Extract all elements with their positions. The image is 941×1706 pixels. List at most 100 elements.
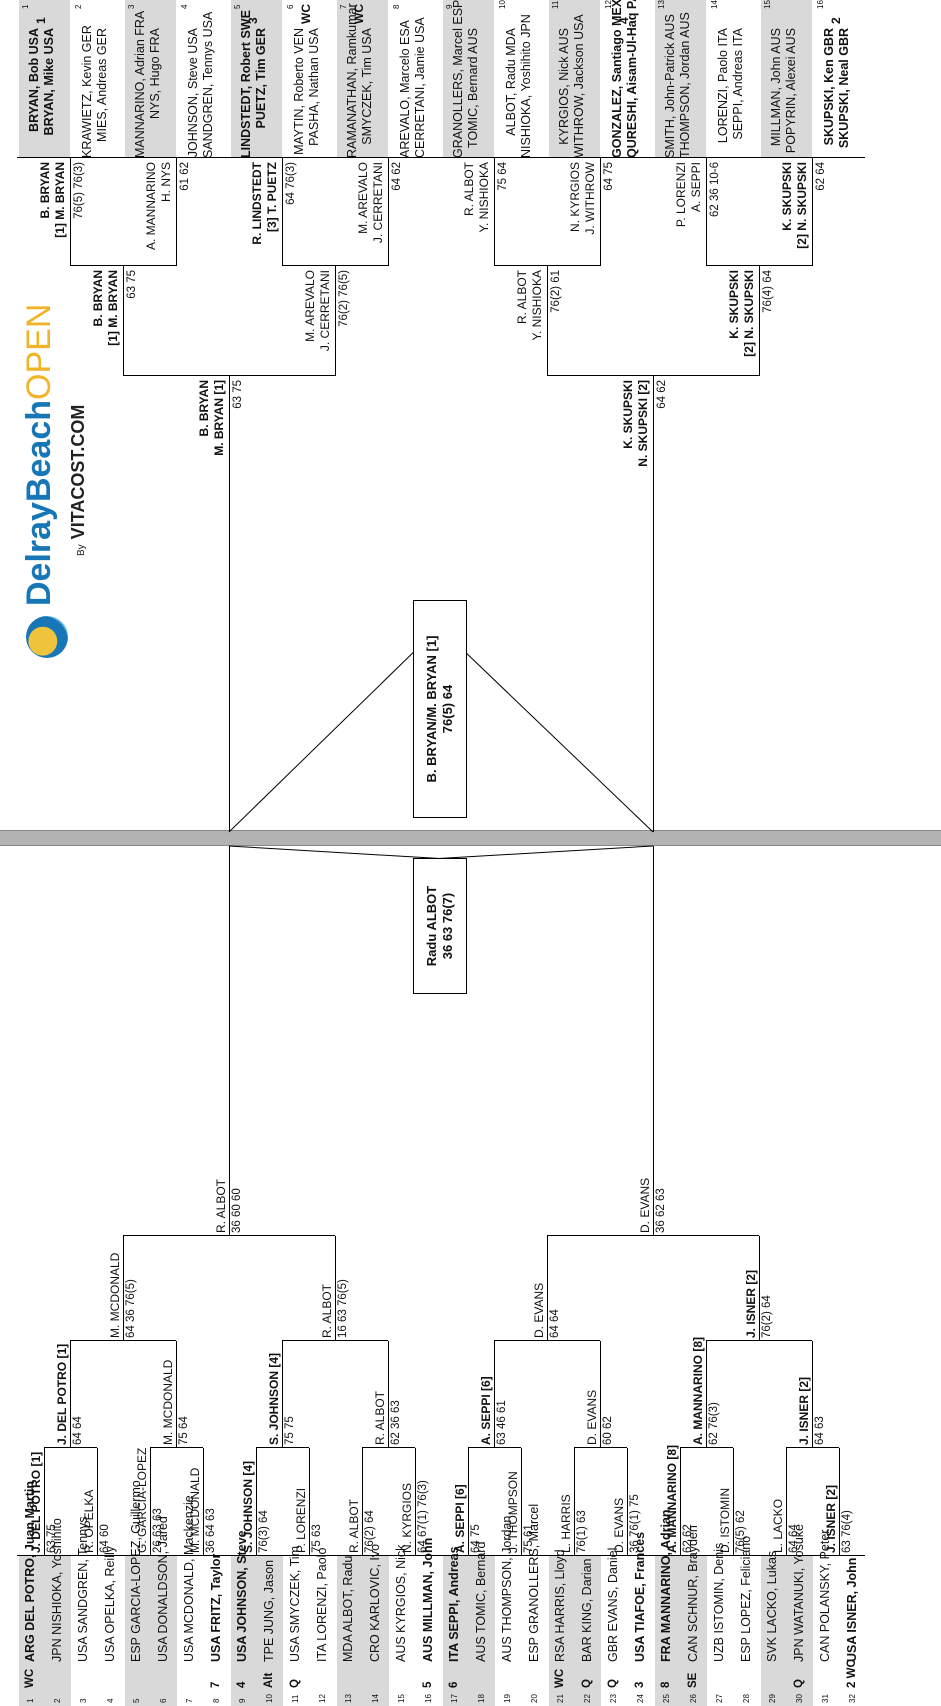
doubles-entry-b: NISHIOKA, Yoshihito JPN — [519, 14, 533, 158]
draw-line-number: 8 — [392, 4, 401, 9]
sf-score: 36 60 60 — [231, 1188, 243, 1233]
player-entry: RSA HARRIS, Lloyd — [553, 1549, 567, 1662]
doubles-entry-b: SANDGREN, Tennys USA — [201, 11, 215, 158]
r1-score: 76(5) 62 — [734, 1510, 747, 1553]
r1-score: 64 67(1) 76(3) — [416, 1480, 429, 1553]
center-divider — [0, 830, 941, 846]
doubles-sf-a: K. SKUPSKI — [621, 380, 635, 449]
doubles-entry-a: AREVALO, Marcelo ESA — [398, 19, 412, 158]
qf-name: D. EVANS — [532, 1282, 546, 1338]
r1-score: 64 60 — [98, 1524, 111, 1553]
player-entry: ITA LORENZI, Paolo — [314, 1547, 329, 1662]
r1-score: 76(2) 64 — [363, 1510, 376, 1553]
doubles-entry-a: BRYAN, Bob USA — [27, 28, 41, 132]
sf-name: R. ALBOT — [214, 1178, 228, 1233]
draw-line-number: 5 — [132, 1698, 141, 1703]
draw-line-number: 18 — [476, 1694, 486, 1703]
doubles-qf-a: R. ALBOT — [515, 270, 529, 325]
r1-name: J. THOMPSON — [505, 1471, 520, 1553]
draw-line-number: 14 — [710, 0, 719, 9]
doubles-r1-a: B. BRYAN — [38, 162, 52, 219]
player-entry: TPE JUNG, Jason — [261, 1559, 276, 1662]
logo-sponsor: By VITACOST.COM — [68, 404, 88, 556]
draw-line-number: 27 — [715, 1694, 724, 1703]
doubles-entry-a: RAMANATHAN, Ramkumar IND — [345, 0, 359, 158]
draw-line-number: 5 — [233, 4, 242, 9]
r2-score: 62 76(3) — [708, 1402, 720, 1445]
r1-score: 64 75 — [469, 1524, 482, 1553]
seed-tag: Q — [289, 1679, 301, 1688]
doubles-entry-b: CERRETANI, Jamie USA — [413, 17, 427, 158]
r1-score: 76(3) 64 — [257, 1510, 270, 1553]
singles-champion-box: Radu ALBOT 36 63 76(7) — [413, 858, 467, 994]
r1-score: 26 63 63 — [151, 1508, 164, 1553]
doubles-qf-b: Y. NISHIOKA — [530, 270, 544, 341]
doubles-r1-a: P. LORENZI — [674, 162, 688, 228]
player-entry: ITA SEPPI, Andreas — [447, 1546, 461, 1662]
doubles-sf-b: M. BRYAN [1] — [212, 380, 226, 456]
doubles-entry-a: MAYTIN, Roberto VEN — [292, 28, 306, 155]
player-entry: USA SMYCZEK, Tim — [288, 1546, 302, 1662]
sf-score: 36 62 63 — [655, 1188, 667, 1233]
bracket-line — [229, 376, 230, 832]
draw-line-number: 25 — [662, 1694, 671, 1703]
doubles-r1-a: N. KYRGIOS — [568, 162, 582, 233]
r1-name: A. MANNARINO [8] — [664, 1445, 679, 1553]
logo-wordmark: DelrayBeachOPEN — [20, 303, 58, 606]
r2-name: D. EVANS — [585, 1389, 599, 1445]
r1-name: J. DEL POTRO [1] — [28, 1451, 43, 1553]
doubles-entry-a: MANNARINO, Adrian FRA — [133, 10, 147, 158]
r1-score: 62 62 — [681, 1524, 694, 1553]
draw-line-number: 26 — [688, 1694, 698, 1703]
draw-line-number: 12 — [317, 1694, 327, 1703]
qf-score: 16 63 76(5) — [337, 1279, 349, 1338]
draw-line-number: 13 — [344, 1694, 353, 1703]
doubles-r1-a: K. SKUPSKI — [780, 162, 794, 231]
doubles-entry-b: SKUPSKI, Neal GBR — [837, 28, 851, 149]
bracket-line — [229, 846, 230, 1236]
r2-score: 75 64 — [178, 1416, 190, 1445]
doubles-r1-score: 64 76(3) — [285, 162, 297, 205]
seed-tag: WC — [352, 4, 366, 24]
r1-score: 75 63 — [310, 1524, 323, 1553]
seed-tag: Q — [580, 1679, 593, 1688]
doubles-r1-score: 62 36 10-6 — [709, 162, 721, 217]
draw-line-number: 15 — [397, 1694, 406, 1703]
draw-line-number: 30 — [794, 1694, 804, 1703]
draw-line-number: 7 — [185, 1698, 194, 1703]
doubles-r1-a: M. AREVALO — [356, 162, 370, 234]
doubles-sf-score: 64 62 — [656, 380, 668, 409]
singles-champion-name: Radu ALBOT — [424, 885, 439, 967]
seed-tag: 5 — [421, 1681, 434, 1688]
bracket-line — [547, 266, 548, 376]
doubles-qf-b: [2] N. SKUPSKI — [742, 270, 756, 357]
seed-tag: WC — [24, 1668, 36, 1688]
doubles-entry-a: GRANOLLERS, Marcel ESP — [451, 0, 465, 158]
bracket-line — [17, 157, 865, 158]
seed-tag: 8 — [660, 1681, 672, 1688]
r2-score: 63 46 61 — [496, 1400, 508, 1445]
doubles-r1-b: A. SEPPI — [689, 162, 703, 213]
player-entry: MDA ALBOT, Radu — [341, 1555, 355, 1662]
draw-line-number: 6 — [286, 4, 295, 9]
r1-score: 63 75 — [45, 1524, 58, 1553]
doubles-entry-a: KRAWIETZ, Kevin GER — [80, 25, 94, 158]
r1-name: G. GARCIA-LOPEZ — [134, 1447, 149, 1553]
draw-line-number: 24 — [635, 1694, 645, 1703]
draw-line-number: 23 — [609, 1694, 618, 1703]
seed-tag: 3 — [246, 17, 260, 24]
r1-name: M. MCDONALD — [187, 1467, 202, 1553]
draw-line-number: 4 — [180, 4, 189, 9]
draw-line-number: 20 — [529, 1694, 539, 1703]
player-entry: AUS TOMIC, Bernard — [473, 1541, 488, 1662]
r1-name: R. ALBOT — [346, 1498, 361, 1553]
bracket-line — [335, 266, 336, 376]
doubles-entry-a: ALBOT, Radu MDA — [504, 28, 518, 136]
bracket-line — [70, 158, 71, 266]
draw-line-number: 16 — [423, 1694, 433, 1703]
doubles-entry-a: MILLMAN, John AUS — [769, 28, 783, 147]
draw-line-number: 8 — [211, 1698, 221, 1703]
r1-name: R. OPELKA — [81, 1489, 96, 1553]
bracket-line — [759, 266, 760, 376]
seed-tag: 4 — [236, 1681, 248, 1688]
